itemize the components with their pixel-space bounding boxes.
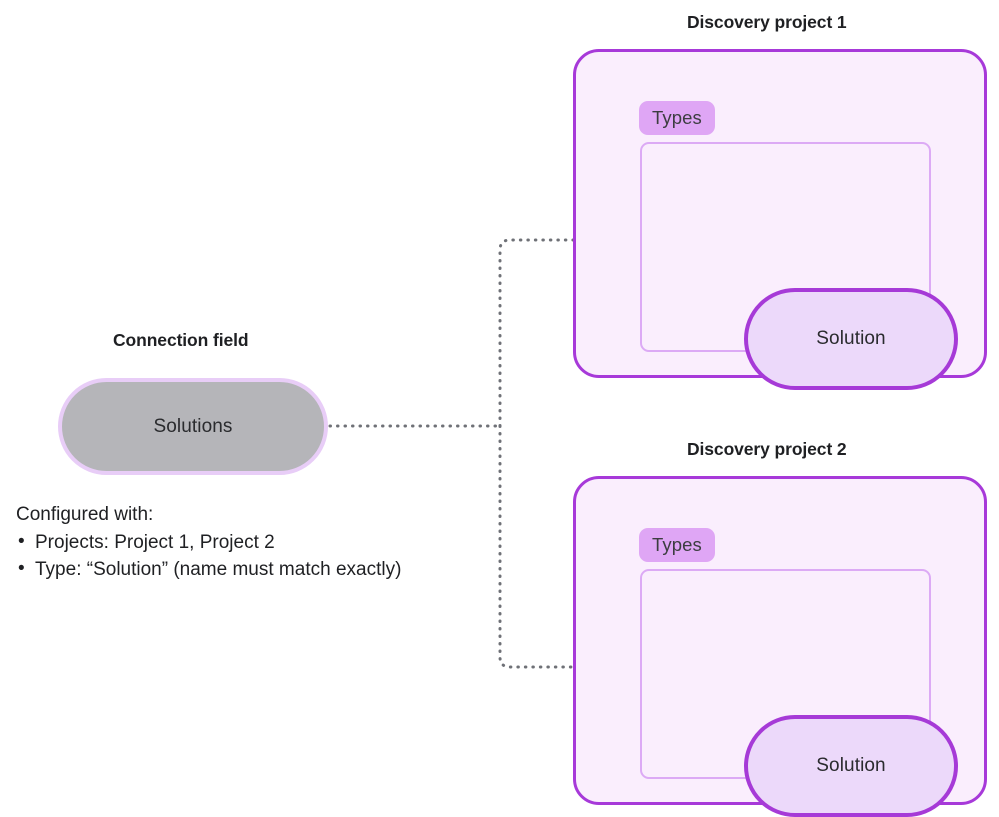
- types-badge: Types: [639, 528, 715, 562]
- solution-type-pill[interactable]: Solution: [744, 288, 958, 390]
- connection-field-pill-label: Solutions: [153, 415, 233, 437]
- types-container: Solution: [640, 142, 958, 390]
- discovery-project-2-caption: Discovery project 2: [687, 439, 847, 459]
- types-badge-label: Types: [652, 107, 702, 128]
- connection-field-pill[interactable]: Solutions: [58, 378, 328, 475]
- connection-field-caption: Connection field: [113, 330, 249, 350]
- configuration-summary: Configured with: Projects: Project 1, Pr…: [16, 502, 486, 584]
- types-badge: Types: [639, 101, 715, 135]
- discovery-project-2-card: Types Solution: [573, 476, 987, 817]
- types-badge-label: Types: [652, 534, 702, 555]
- solution-type-label: Solution: [816, 328, 886, 349]
- discovery-project-1-caption: Discovery project 1: [687, 12, 847, 32]
- list-item: Type: “Solution” (name must match exactl…: [16, 556, 486, 584]
- list-item: Projects: Project 1, Project 2: [16, 529, 486, 557]
- configuration-intro: Configured with:: [16, 504, 154, 525]
- configuration-list: Projects: Project 1, Project 2 Type: “So…: [16, 529, 486, 584]
- discovery-project-1-card: Types Solution: [573, 49, 987, 390]
- solution-type-pill[interactable]: Solution: [744, 715, 958, 817]
- types-container: Solution: [640, 569, 958, 817]
- solution-type-label: Solution: [816, 755, 886, 776]
